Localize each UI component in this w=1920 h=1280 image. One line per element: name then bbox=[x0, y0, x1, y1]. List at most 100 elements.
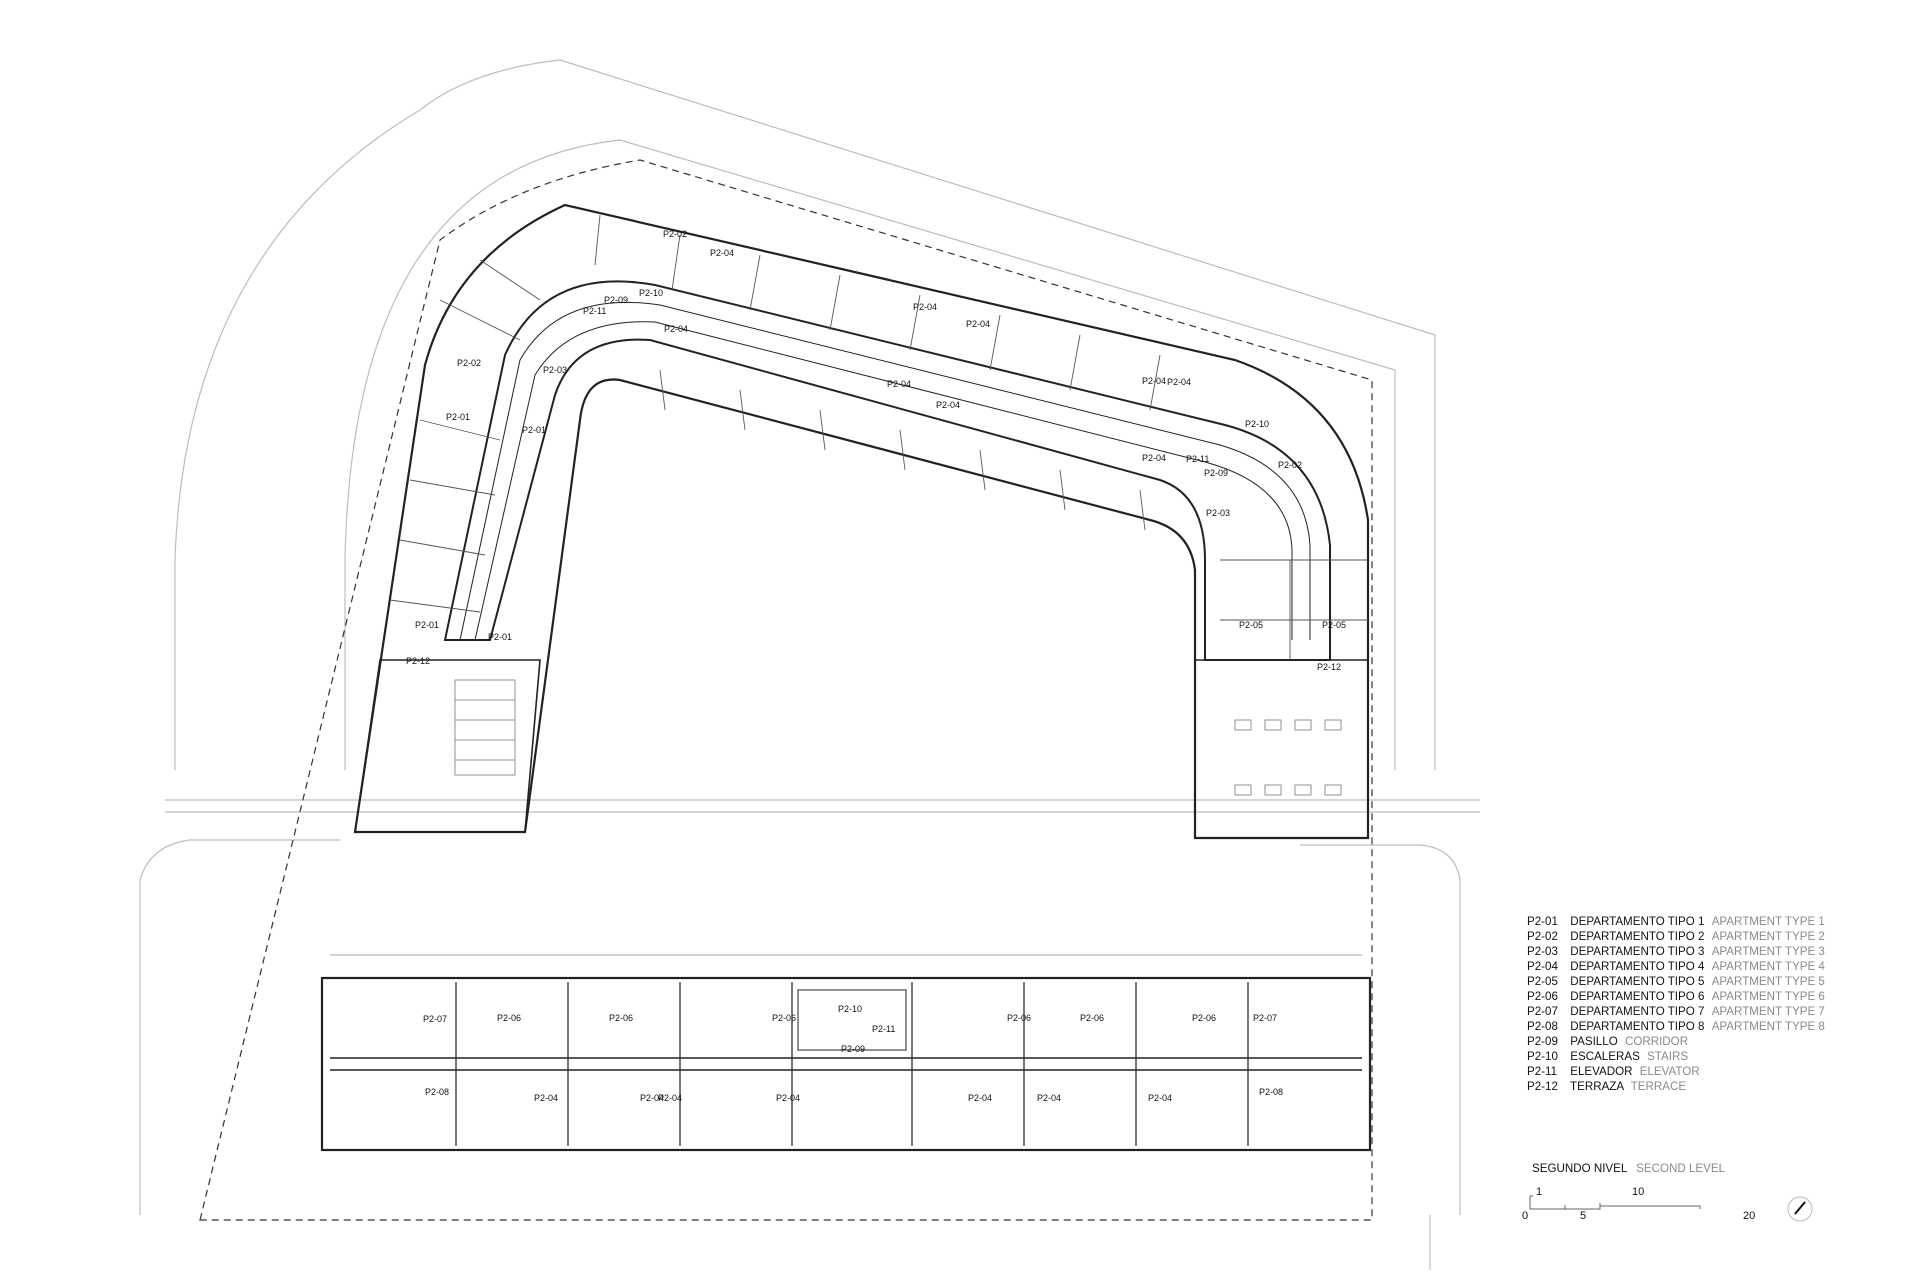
legend-code: P2-11 bbox=[1527, 1065, 1558, 1078]
terrace-east bbox=[1194, 659, 1369, 839]
property-boundary bbox=[199, 159, 1373, 1221]
legend-code: P2-03 bbox=[1527, 945, 1558, 958]
legend-en: CORRIDOR bbox=[1624, 1035, 1689, 1048]
room-label: P2-04 bbox=[640, 1093, 664, 1103]
room-label: P2-06 bbox=[497, 1013, 521, 1023]
level-title-es: SEGUNDO NIVEL bbox=[1532, 1162, 1627, 1175]
legend-code: P2-09 bbox=[1527, 1035, 1558, 1048]
room-label: P2-10 bbox=[639, 288, 663, 298]
terrace-furniture bbox=[454, 679, 1342, 796]
legend-row: P2-07 DEPARTAMENTO TIPO 7 APARTMENT TYPE… bbox=[1527, 1004, 1825, 1019]
legend-en: APARTMENT TYPE 4 bbox=[1711, 960, 1825, 973]
legend-row: P2-12 TERRAZA TERRACE bbox=[1527, 1079, 1825, 1094]
legend-row: P2-04 DEPARTAMENTO TIPO 4 APARTMENT TYPE… bbox=[1527, 959, 1825, 974]
apartment-partitions bbox=[389, 214, 1368, 660]
room-label: P2-08 bbox=[425, 1087, 449, 1097]
legend-code: P2-05 bbox=[1527, 975, 1558, 988]
room-label: P2-02 bbox=[457, 358, 481, 368]
room-label: P2-03 bbox=[1206, 508, 1230, 518]
room-label: P2-04 bbox=[1148, 1093, 1172, 1103]
room-label: P2-01 bbox=[522, 425, 546, 435]
room-label: P2-06 bbox=[1080, 1013, 1104, 1023]
room-label: P2-06 bbox=[609, 1013, 633, 1023]
legend-es: DEPARTAMENTO TIPO 5 bbox=[1570, 975, 1705, 988]
room-label: P2-04 bbox=[968, 1093, 992, 1103]
room-label: P2-06 bbox=[772, 1013, 796, 1023]
bar-corridor bbox=[330, 1057, 1362, 1071]
legend-en: APARTMENT TYPE 3 bbox=[1711, 945, 1825, 958]
room-label: P2-01 bbox=[415, 620, 439, 630]
room-label: P2-12 bbox=[1317, 662, 1341, 672]
corridor-line-outer bbox=[459, 301, 1311, 641]
bar-building bbox=[320, 954, 1372, 1152]
legend-es: DEPARTAMENTO TIPO 4 bbox=[1570, 960, 1705, 973]
legend-es: DEPARTAMENTO TIPO 3 bbox=[1570, 945, 1705, 958]
scale-label-10: 10 bbox=[1632, 1186, 1645, 1198]
legend-en: APARTMENT TYPE 7 bbox=[1711, 1005, 1825, 1018]
room-label: P2-07 bbox=[423, 1014, 447, 1024]
room-label: P2-04 bbox=[1037, 1093, 1061, 1103]
legend-row: P2-02 DEPARTAMENTO TIPO 2 APARTMENT TYPE… bbox=[1527, 929, 1825, 944]
legend-es: DEPARTAMENTO TIPO 6 bbox=[1570, 990, 1705, 1003]
room-label: P2-04 bbox=[534, 1093, 558, 1103]
legend-es: ESCALERAS bbox=[1570, 1050, 1640, 1063]
room-label: P2-04 bbox=[664, 324, 688, 334]
room-labels: P2-02P2-04P2-10P2-09P2-11P2-04P2-04P2-04… bbox=[406, 229, 1346, 1103]
room-label: P2-02 bbox=[663, 229, 687, 239]
legend-es: DEPARTAMENTO TIPO 2 bbox=[1570, 930, 1705, 943]
room-label: P2-05 bbox=[1322, 620, 1346, 630]
room-label: P2-04 bbox=[966, 319, 990, 329]
room-label: P2-08 bbox=[1259, 1087, 1283, 1097]
level-title-en: SECOND LEVEL bbox=[1636, 1162, 1726, 1175]
legend-row: P2-06 DEPARTAMENTO TIPO 6 APARTMENT TYPE… bbox=[1527, 989, 1825, 1004]
room-label: P2-06 bbox=[1192, 1013, 1216, 1023]
room-label: P2-09 bbox=[841, 1044, 865, 1054]
corridor-line-inner bbox=[474, 321, 1293, 641]
legend-en: TERRACE bbox=[1630, 1080, 1687, 1093]
legend-row: P2-10 ESCALERAS STAIRS bbox=[1527, 1049, 1825, 1064]
room-label: P2-04 bbox=[887, 379, 911, 389]
room-label: P2-11 bbox=[872, 1024, 895, 1034]
legend-code: P2-07 bbox=[1527, 1005, 1558, 1018]
site-context-lines bbox=[139, 59, 1480, 1270]
room-label: P2-04 bbox=[936, 400, 960, 410]
room-label: P2-07 bbox=[1253, 1013, 1277, 1023]
legend-code: P2-01 bbox=[1527, 915, 1558, 928]
legend: P2-01 DEPARTAMENTO TIPO 1 APARTMENT TYPE… bbox=[1527, 914, 1825, 1094]
legend-es: TERRAZA bbox=[1570, 1080, 1624, 1093]
legend-es: DEPARTAMENTO TIPO 8 bbox=[1570, 1020, 1705, 1033]
inner-wall bbox=[443, 280, 1331, 661]
legend-en: APARTMENT TYPE 6 bbox=[1711, 990, 1825, 1003]
room-label: P2-10 bbox=[1245, 419, 1269, 429]
room-label: P2-09 bbox=[604, 295, 628, 305]
legend-en: APARTMENT TYPE 1 bbox=[1711, 915, 1825, 928]
legend-row: P2-11 ELEVADOR ELEVATOR bbox=[1527, 1064, 1825, 1079]
room-label: P2-04 bbox=[1142, 376, 1166, 386]
room-label: P2-01 bbox=[446, 412, 470, 422]
room-label: P2-04 bbox=[913, 302, 937, 312]
room-label: P2-04 bbox=[710, 248, 734, 258]
room-label: P2-10 bbox=[838, 1004, 862, 1014]
u-shaped-building bbox=[353, 203, 1370, 840]
room-label: P2-04 bbox=[776, 1093, 800, 1103]
legend-es: DEPARTAMENTO TIPO 7 bbox=[1570, 1005, 1705, 1018]
legend-es: ELEVADOR bbox=[1570, 1065, 1633, 1078]
legend-row: P2-09 PASILLO CORRIDOR bbox=[1527, 1034, 1825, 1049]
room-label: P2-06 bbox=[1007, 1013, 1031, 1023]
scale-bar: 1 0 5 10 20 bbox=[1520, 1186, 1760, 1226]
legend-code: P2-04 bbox=[1527, 960, 1558, 973]
scale-label-1: 1 bbox=[1536, 1186, 1543, 1198]
north-arrow-icon bbox=[1787, 1196, 1813, 1222]
legend-row: P2-05 DEPARTAMENTO TIPO 5 APARTMENT TYPE… bbox=[1527, 974, 1825, 989]
legend-en: APARTMENT TYPE 5 bbox=[1711, 975, 1825, 988]
scale-label-0: 0 bbox=[1522, 1210, 1529, 1222]
legend-code: P2-06 bbox=[1527, 990, 1558, 1003]
legend-code: P2-12 bbox=[1527, 1080, 1558, 1093]
room-label: P2-04 bbox=[658, 1093, 682, 1103]
outer-wall bbox=[353, 203, 1370, 840]
bar-outer bbox=[320, 976, 1372, 1152]
room-label: P2-12 bbox=[406, 656, 430, 666]
legend-en: STAIRS bbox=[1647, 1050, 1689, 1063]
scale-bar-graphic bbox=[1529, 1195, 1701, 1210]
